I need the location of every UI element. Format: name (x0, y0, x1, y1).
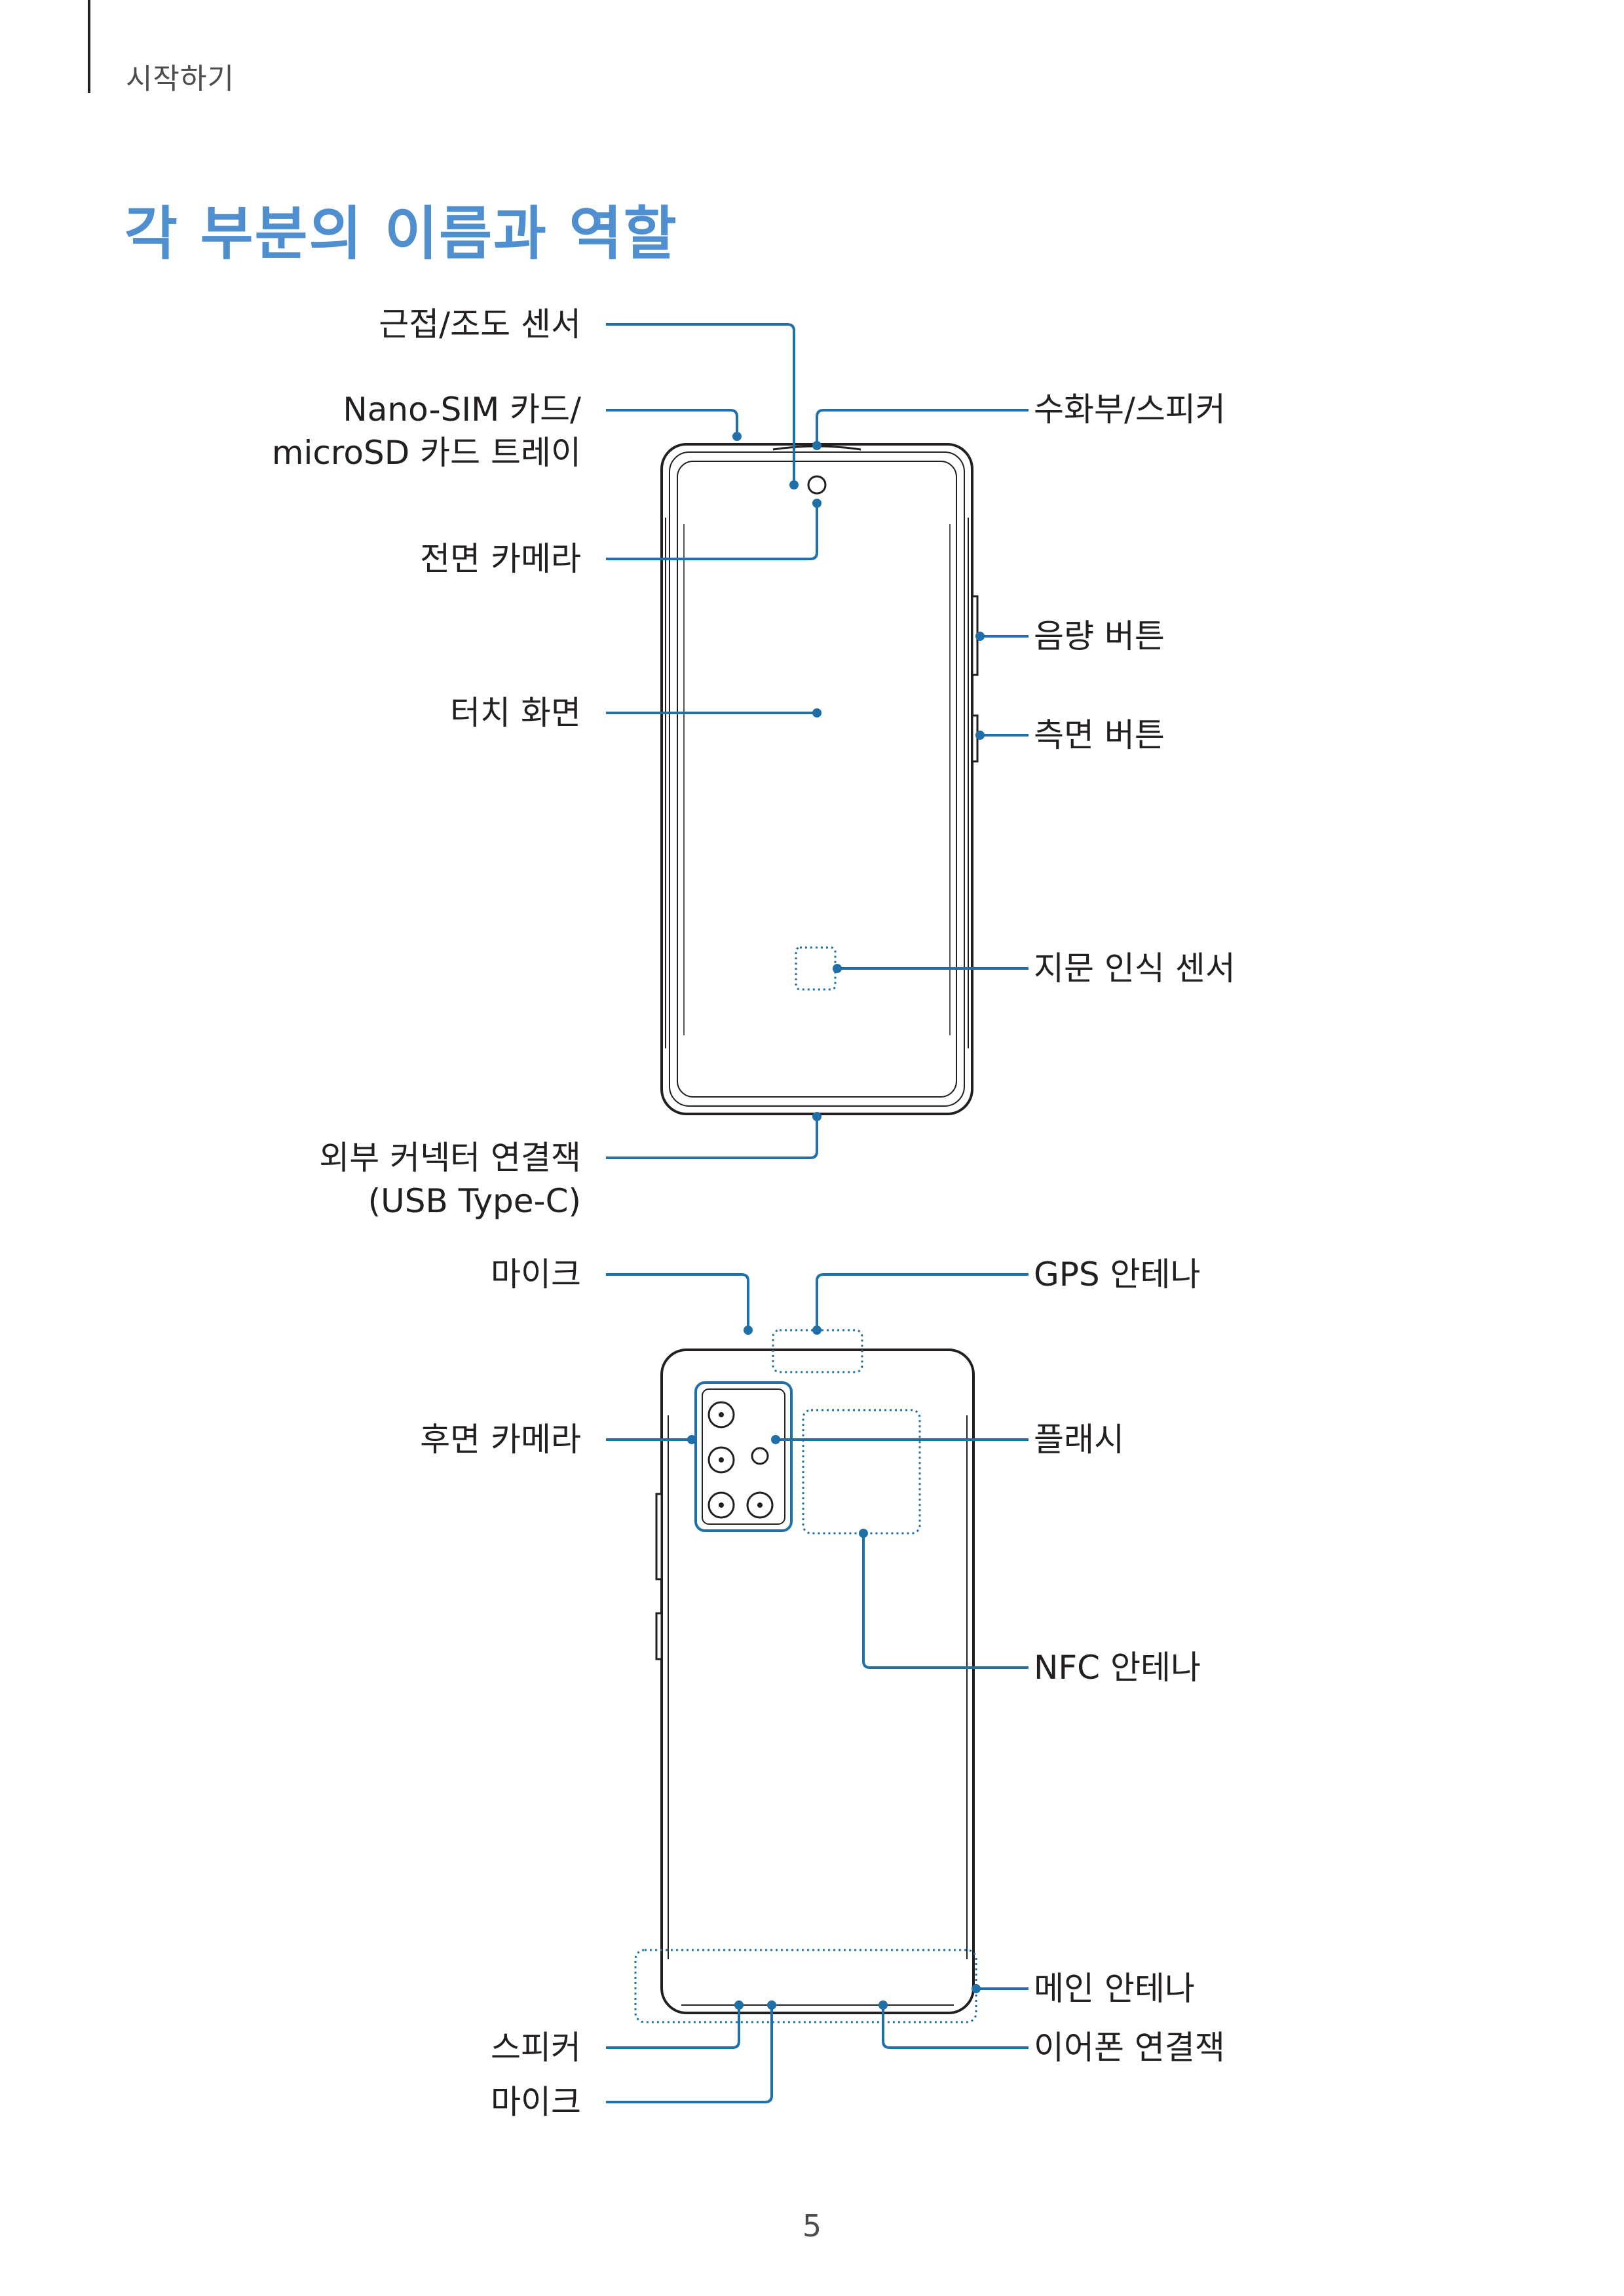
label-sim-tray: Nano-SIM 카드/ microSD 카드 트레이 (272, 388, 581, 474)
callout-front-camera (606, 503, 818, 560)
callout-earphone-jack (882, 2005, 1029, 2049)
label-volume-button: 음량 버튼 (1034, 617, 1165, 655)
label-fingerprint-sensor: 지문 인식 센서 (1034, 949, 1236, 987)
label-sim-tray-line2: microSD 카드 트레이 (271, 434, 581, 472)
callout-connector (606, 1117, 818, 1159)
callout-gps (816, 1273, 1029, 1330)
label-nfc-antenna: NFC 안테나 (1034, 1649, 1201, 1687)
back-phone-outline (660, 1349, 975, 2014)
label-earphone-jack: 이어폰 연결잭 (1034, 2029, 1225, 2067)
callout-receiver (816, 409, 1029, 446)
callout-sim-tray (606, 409, 738, 436)
callout-speaker (606, 2005, 740, 2049)
back-volume-shape (655, 1493, 663, 1580)
callout-proximity (606, 323, 795, 485)
section-rule (88, 0, 90, 93)
label-flash: 플래시 (1034, 1421, 1124, 1459)
side-button-shape (971, 714, 979, 763)
label-gps-antenna: GPS 안테나 (1034, 1255, 1201, 1293)
flash-shape (751, 1447, 769, 1465)
callout-nfc (862, 1533, 1029, 1669)
fingerprint-area (795, 946, 837, 991)
main-antenna-area (634, 1949, 977, 2023)
label-connector-line2: (USB Type-C) (368, 1182, 581, 1220)
back-side-button-shape (655, 1612, 663, 1660)
section-title: 시작하기 (126, 62, 235, 96)
label-connector-line1: 외부 커넥터 연결잭 (319, 1139, 581, 1177)
callout-mic-bottom (606, 2005, 773, 2103)
label-speaker: 스피커 (491, 2029, 581, 2067)
camera-module (694, 1381, 793, 1532)
label-sim-tray-line1: Nano-SIM 카드/ (343, 391, 581, 429)
page-title: 각 부분의 이름과 역할 (124, 200, 678, 267)
label-proximity-light-sensor: 근접/조도 센서 (379, 305, 581, 343)
label-connector: 외부 커넥터 연결잭 (USB Type-C) (319, 1136, 581, 1223)
label-receiver-speaker: 수화부/스피커 (1034, 391, 1226, 429)
front-phone-outline (660, 443, 973, 1115)
front-camera-lens (807, 475, 827, 495)
label-front-camera: 전면 카메라 (420, 540, 581, 578)
label-rear-camera: 후면 카메라 (420, 1421, 581, 1459)
callout-mic-top (606, 1273, 749, 1330)
label-side-button: 측면 버튼 (1034, 716, 1165, 754)
page-number: 5 (802, 2208, 822, 2244)
label-mic-top: 마이크 (491, 1255, 581, 1293)
label-main-antenna: 메인 안테나 (1034, 1970, 1195, 2008)
label-mic-bottom: 마이크 (491, 2083, 581, 2121)
nfc-antenna-area (802, 1409, 921, 1535)
label-touch-screen: 터치 화면 (450, 694, 581, 732)
